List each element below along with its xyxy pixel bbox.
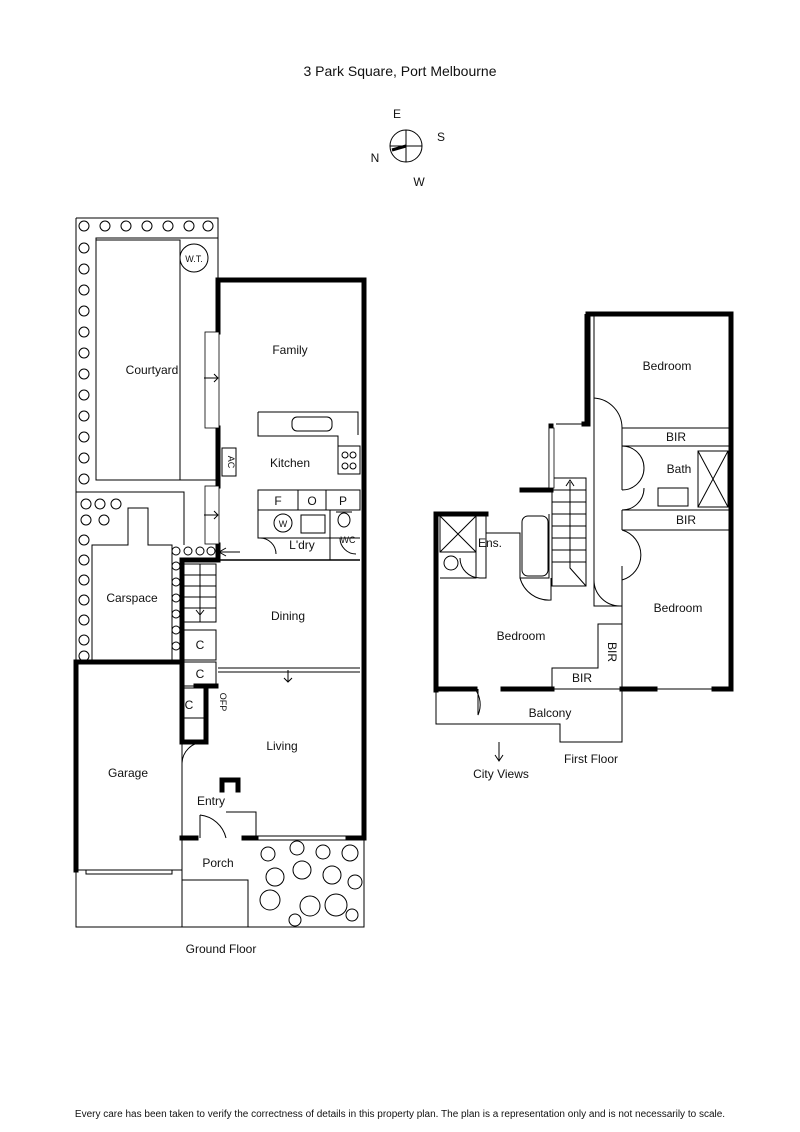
front-window — [256, 835, 348, 841]
plan-title: 3 Park Square, Port Melbourne — [303, 63, 497, 79]
label-cupboard-1: C — [196, 638, 205, 652]
label-pantry: P — [339, 494, 347, 508]
bath-vanity — [657, 487, 689, 507]
compass-w: W — [413, 175, 425, 189]
washing-machine — [273, 513, 293, 533]
balcony-outline — [435, 689, 623, 743]
label-bir-top: BIR — [666, 430, 686, 444]
label-cupboard-3: C — [185, 698, 194, 712]
label-living: Living — [266, 739, 297, 753]
ground-floor-plan: W.T. Courtyard Family Kitchen AC F O P W… — [73, 217, 367, 956]
shower — [697, 450, 729, 508]
cooktop — [337, 445, 361, 475]
compass: E S N W — [371, 107, 445, 189]
label-bedroom-top: Bedroom — [643, 359, 692, 373]
label-porch: Porch — [202, 856, 233, 870]
label-bath: Bath — [667, 462, 692, 476]
label-bedroom-right: Bedroom — [654, 601, 703, 615]
label-garage: Garage — [108, 766, 148, 780]
water-tank — [179, 243, 209, 273]
ensuite-shower — [439, 515, 477, 553]
label-carspace: Carspace — [106, 591, 158, 605]
kitchen-sink — [291, 416, 333, 432]
label-kitchen: Kitchen — [270, 456, 310, 470]
first-floor-stairs — [551, 477, 587, 587]
first-floor-label: First Floor — [564, 752, 618, 766]
laundry-area — [257, 510, 360, 539]
label-ensuite: Ens. — [478, 536, 502, 550]
compass-n: N — [371, 151, 380, 165]
label-laundry: L'dry — [289, 538, 315, 552]
label-balcony: Balcony — [529, 706, 572, 720]
first-floor-plan: Bedroom BIR Bath BIR Ens. Bedroom Bedroo… — [433, 311, 734, 781]
label-entry: Entry — [197, 794, 225, 808]
label-family: Family — [272, 343, 307, 357]
compass-north-needle — [391, 144, 407, 152]
air-conditioner — [221, 447, 237, 477]
label-ac: AC — [226, 456, 236, 469]
label-oven: O — [307, 494, 316, 508]
disclaimer: Every care has been taken to verify the … — [74, 1109, 726, 1120]
label-wt: W.T. — [185, 254, 203, 264]
carspace-area — [91, 507, 173, 661]
laundry-trough — [300, 514, 326, 534]
label-bedroom-left: Bedroom — [497, 629, 546, 643]
ground-floor-label: Ground Floor — [186, 942, 257, 956]
label-washer: W — [279, 519, 288, 529]
ground-stairs — [183, 563, 217, 623]
label-cupboard-2: C — [196, 667, 205, 681]
toilet-wc — [336, 511, 352, 528]
label-bir-vertical: BIR — [605, 642, 619, 662]
courtyard-area — [95, 237, 219, 481]
ensuite-bath — [521, 515, 549, 577]
fridge-oven-pantry — [257, 489, 361, 511]
garage-door — [76, 869, 182, 875]
garden-shrubs — [78, 220, 363, 927]
label-bir-bottom: BIR — [572, 671, 592, 685]
compass-s: S — [437, 130, 445, 144]
label-fridge: F — [274, 494, 281, 508]
label-wc: WC — [341, 535, 356, 545]
label-city-views: City Views — [473, 767, 529, 781]
label-dining: Dining — [271, 609, 305, 623]
compass-e: E — [393, 107, 401, 121]
label-ofp: OFP — [218, 693, 228, 712]
label-bir-mid: BIR — [676, 513, 696, 527]
courtyard-sliding-door — [204, 331, 220, 429]
label-courtyard: Courtyard — [126, 363, 179, 377]
bir-top — [621, 427, 732, 447]
